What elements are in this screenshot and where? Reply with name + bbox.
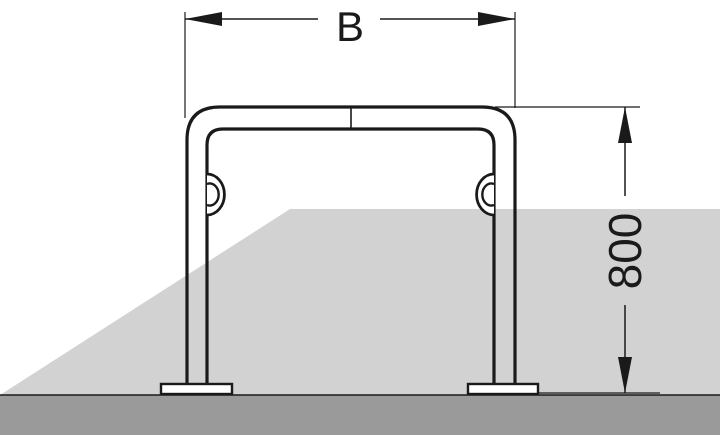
right-mounting-ring [475,172,495,217]
height-arrow-bottom [618,357,632,393]
width-arrow-right [478,12,515,26]
floor-surface [0,209,720,395]
ground-strip [0,395,720,435]
bollard-hoop [185,105,517,384]
right-ring-outer [475,172,495,217]
left-ring-outer [206,172,226,217]
width-label: B [336,3,364,50]
right-base-plate [466,382,540,396]
left-mounting-ring [206,172,226,217]
left-ring-inner [206,182,220,207]
left-base-plate [159,382,234,396]
right-ring-inner [481,182,495,207]
height-arrow-top [618,107,632,143]
height-label: 800 [599,213,651,290]
width-arrow-left [185,12,222,26]
